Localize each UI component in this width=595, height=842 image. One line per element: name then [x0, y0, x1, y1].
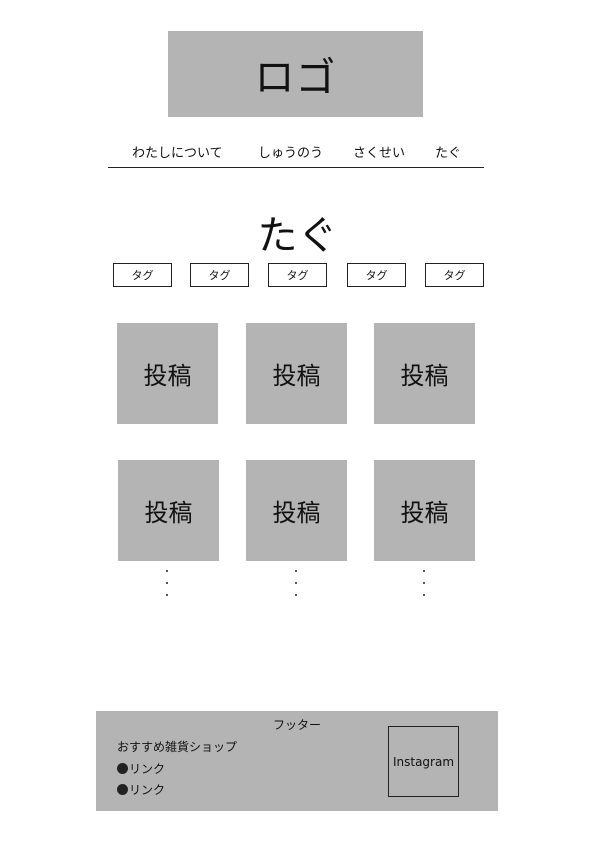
footer-link[interactable]: リンク	[117, 781, 165, 798]
footer-title: フッター	[272, 718, 321, 732]
shop-heading: おすすめ雑貨ショップ	[117, 740, 238, 754]
post-card[interactable]: 投稿	[117, 323, 218, 424]
post-card[interactable]: 投稿	[246, 460, 347, 561]
nav-item-tags[interactable]: たぐ	[435, 146, 462, 161]
bullet-icon	[117, 763, 128, 774]
page-title: たぐ	[257, 213, 338, 259]
footer-link[interactable]: リンク	[117, 760, 165, 777]
bullet-icon	[117, 784, 128, 795]
post-card[interactable]: 投稿	[246, 323, 347, 424]
more-ellipsis-icon	[164, 570, 172, 600]
tag-button[interactable]: タグ	[190, 263, 249, 287]
post-card[interactable]: 投稿	[374, 460, 475, 561]
post-card[interactable]: 投稿	[118, 460, 219, 561]
nav-item-about[interactable]: わたしについて	[132, 146, 223, 161]
footer: フッター おすすめ雑貨ショップ リンク リンク Instagram	[96, 711, 498, 811]
logo[interactable]: ロゴ	[168, 31, 423, 117]
footer-link-label: リンク	[129, 783, 166, 797]
nav-item-create[interactable]: さくせい	[353, 146, 406, 161]
more-ellipsis-icon	[421, 570, 429, 600]
tag-button[interactable]: タグ	[425, 263, 484, 287]
footer-link-label: リンク	[129, 762, 166, 776]
global-nav: わたしについて しゅうのう さくせい たぐ	[108, 140, 484, 168]
post-card[interactable]: 投稿	[374, 323, 475, 424]
instagram-embed[interactable]: Instagram	[388, 726, 459, 797]
tag-button[interactable]: タグ	[268, 263, 327, 287]
more-ellipsis-icon	[293, 570, 301, 600]
nav-item-storage[interactable]: しゅうのう	[258, 146, 324, 161]
tag-button[interactable]: タグ	[113, 263, 172, 287]
tag-button[interactable]: タグ	[347, 263, 406, 287]
